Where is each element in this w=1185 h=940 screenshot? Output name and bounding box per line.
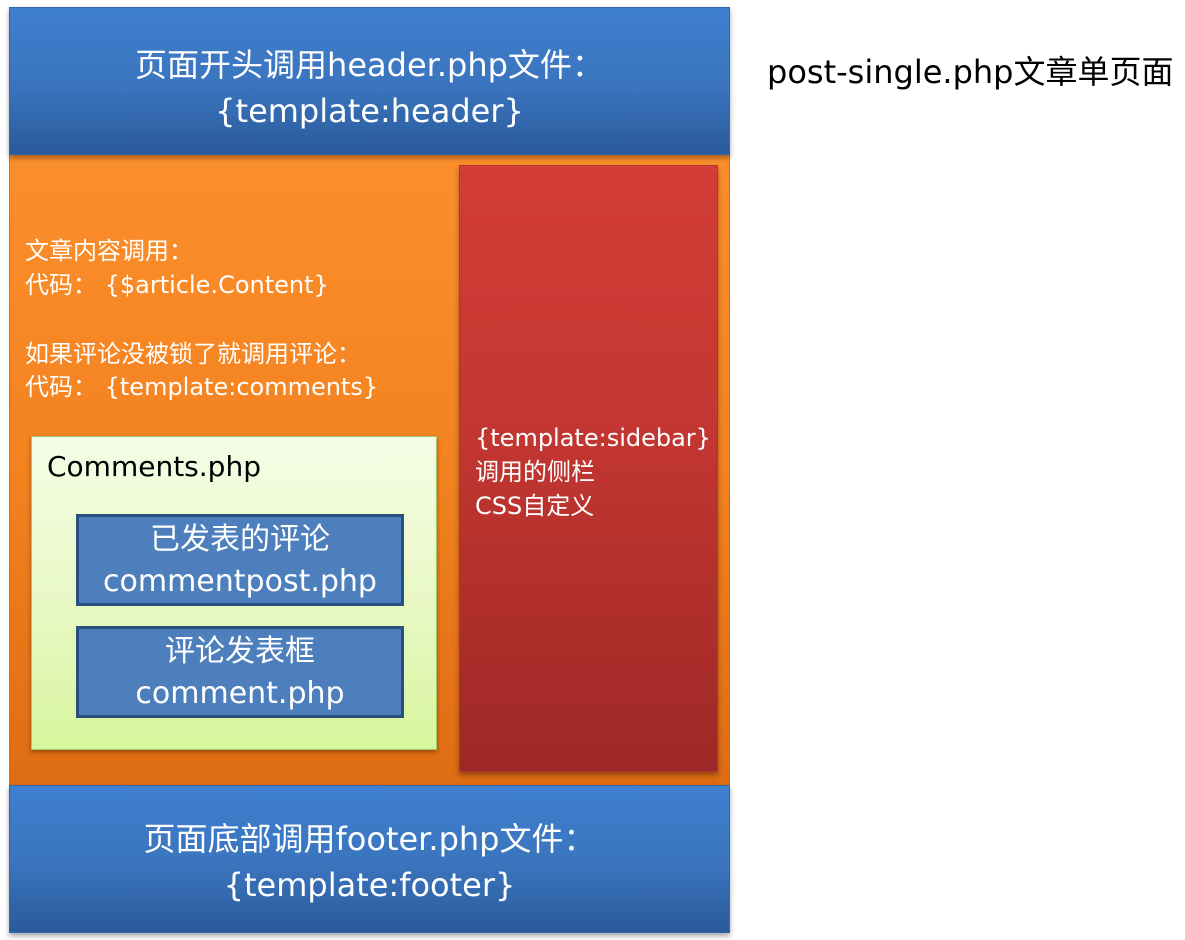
comment-form-label: 评论发表框 xyxy=(165,634,315,669)
comment-form-box: 评论发表框 comment.php xyxy=(76,626,404,718)
header-template-tag: {template:header} xyxy=(215,92,524,130)
footer-block: 页面底部调用footer.php文件： {template:footer} xyxy=(9,785,730,933)
sidebar-description: 调用的侧栏 xyxy=(475,458,595,486)
footer-template-tag: {template:footer} xyxy=(223,866,516,904)
footer-description: 页面底部调用footer.php文件： xyxy=(143,820,596,858)
header-description: 页面开头调用header.php文件： xyxy=(135,46,604,84)
sidebar-css-note: CSS自定义 xyxy=(475,492,595,520)
posted-comments-box: 已发表的评论 commentpost.php xyxy=(76,514,404,606)
content-call-label: 文章内容调用： xyxy=(25,237,193,265)
comments-panel: Comments.php 已发表的评论 commentpost.php 评论发表… xyxy=(31,436,437,750)
comment-form-file: comment.php xyxy=(135,676,345,711)
sidebar-template-tag: {template:sidebar} xyxy=(475,424,711,452)
sidebar-block: {template:sidebar} 调用的侧栏 CSS自定义 xyxy=(459,165,718,772)
content-call-code: 代码： {$article.Content} xyxy=(25,271,329,299)
page-title: post-single.php文章单页面 xyxy=(767,53,1174,91)
comments-call-code: 代码： {template:comments} xyxy=(25,373,379,401)
posted-comments-file: commentpost.php xyxy=(103,564,377,599)
comments-panel-title: Comments.php xyxy=(47,450,261,483)
posted-comments-label: 已发表的评论 xyxy=(150,522,330,557)
comments-call-label: 如果评论没被锁了就调用评论： xyxy=(25,340,361,368)
header-block: 页面开头调用header.php文件： {template:header} xyxy=(9,7,730,155)
